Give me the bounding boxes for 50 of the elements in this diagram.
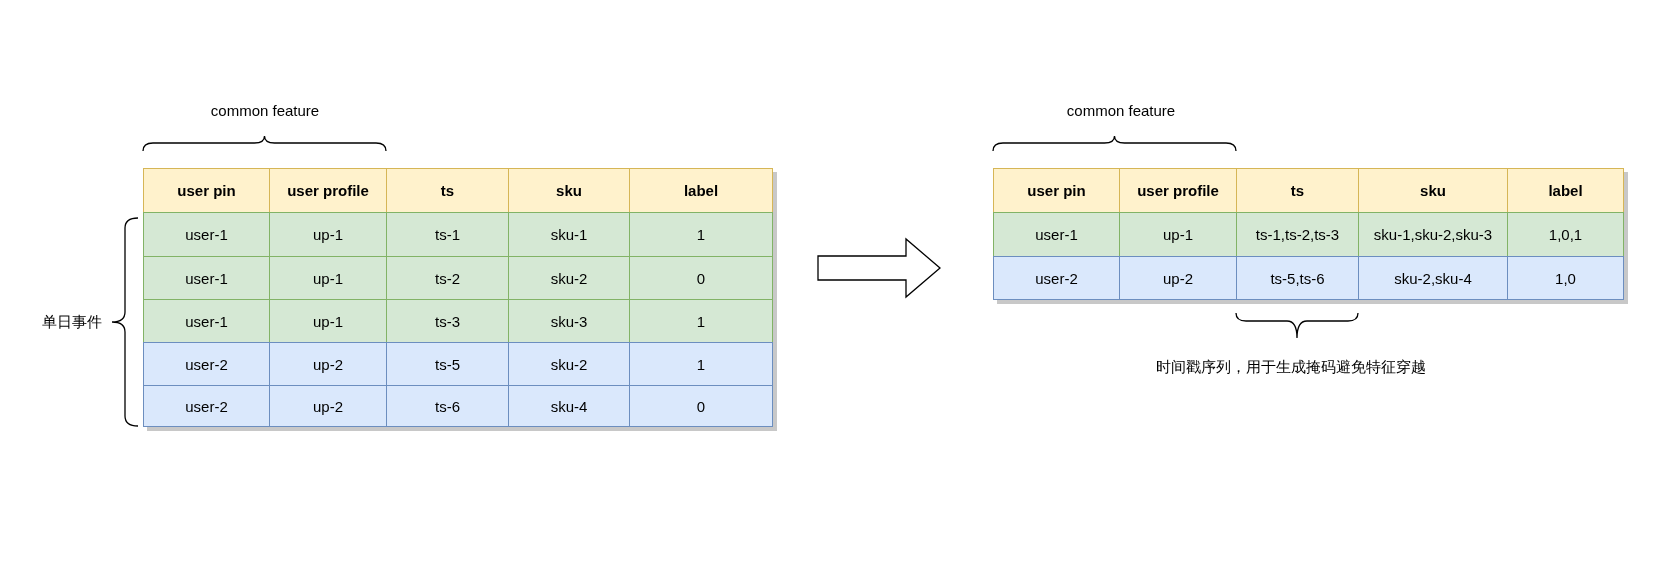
table-cell: ts-3	[386, 299, 509, 343]
table-cell: 0	[629, 385, 773, 427]
table-cell: sku-4	[508, 385, 630, 427]
header-cell: user profile	[269, 168, 387, 213]
brace-label: common feature	[1066, 101, 1176, 119]
table-cell: 1,0	[1507, 256, 1624, 300]
header-cell: label	[629, 168, 773, 213]
table-cell: up-1	[269, 299, 387, 343]
table-cell: 1	[629, 342, 773, 386]
header-cell: user pin	[993, 168, 1120, 213]
table-cell: 1,0,1	[1507, 212, 1624, 257]
table-cell: sku-3	[508, 299, 630, 343]
header-cell: user pin	[143, 168, 270, 213]
table-cell: up-1	[1119, 212, 1237, 257]
table-cell: 0	[629, 256, 773, 300]
table-cell: user-1	[993, 212, 1120, 257]
brace-label: 单日事件	[42, 312, 102, 332]
table-cell: sku-2	[508, 256, 630, 300]
header-cell: ts	[386, 168, 509, 213]
table-cell: sku-2	[508, 342, 630, 386]
table-cell: sku-1,sku-2,sku-3	[1358, 212, 1508, 257]
table-cell: up-2	[1119, 256, 1237, 300]
table-cell: user-1	[143, 256, 270, 300]
table-cell: up-2	[269, 385, 387, 427]
table-cell: user-1	[143, 299, 270, 343]
header-cell: label	[1507, 168, 1624, 213]
table-cell: user-2	[993, 256, 1120, 300]
table-cell: user-2	[143, 342, 270, 386]
brace-label: 时间戳序列，用于生成掩码避免特征穿越	[1156, 357, 1426, 377]
header-cell: ts	[1236, 168, 1359, 213]
table-cell: sku-2,sku-4	[1358, 256, 1508, 300]
brace-label: common feature	[210, 101, 320, 119]
table-cell: ts-5,ts-6	[1236, 256, 1359, 300]
table-cell: ts-6	[386, 385, 509, 427]
table-cell: user-1	[143, 212, 270, 257]
table-cell: user-2	[143, 385, 270, 427]
table-cell: ts-1,ts-2,ts-3	[1236, 212, 1359, 257]
block-arrow	[817, 237, 941, 299]
table-cell: sku-1	[508, 212, 630, 257]
table-cell: ts-1	[386, 212, 509, 257]
table-cell: up-1	[269, 212, 387, 257]
table-cell: ts-2	[386, 256, 509, 300]
header-cell: sku	[508, 168, 630, 213]
table-cell: up-2	[269, 342, 387, 386]
header-cell: user profile	[1119, 168, 1237, 213]
table-cell: up-1	[269, 256, 387, 300]
header-cell: sku	[1358, 168, 1508, 213]
table-cell: ts-5	[386, 342, 509, 386]
table-cell: 1	[629, 212, 773, 257]
table-cell: 1	[629, 299, 773, 343]
